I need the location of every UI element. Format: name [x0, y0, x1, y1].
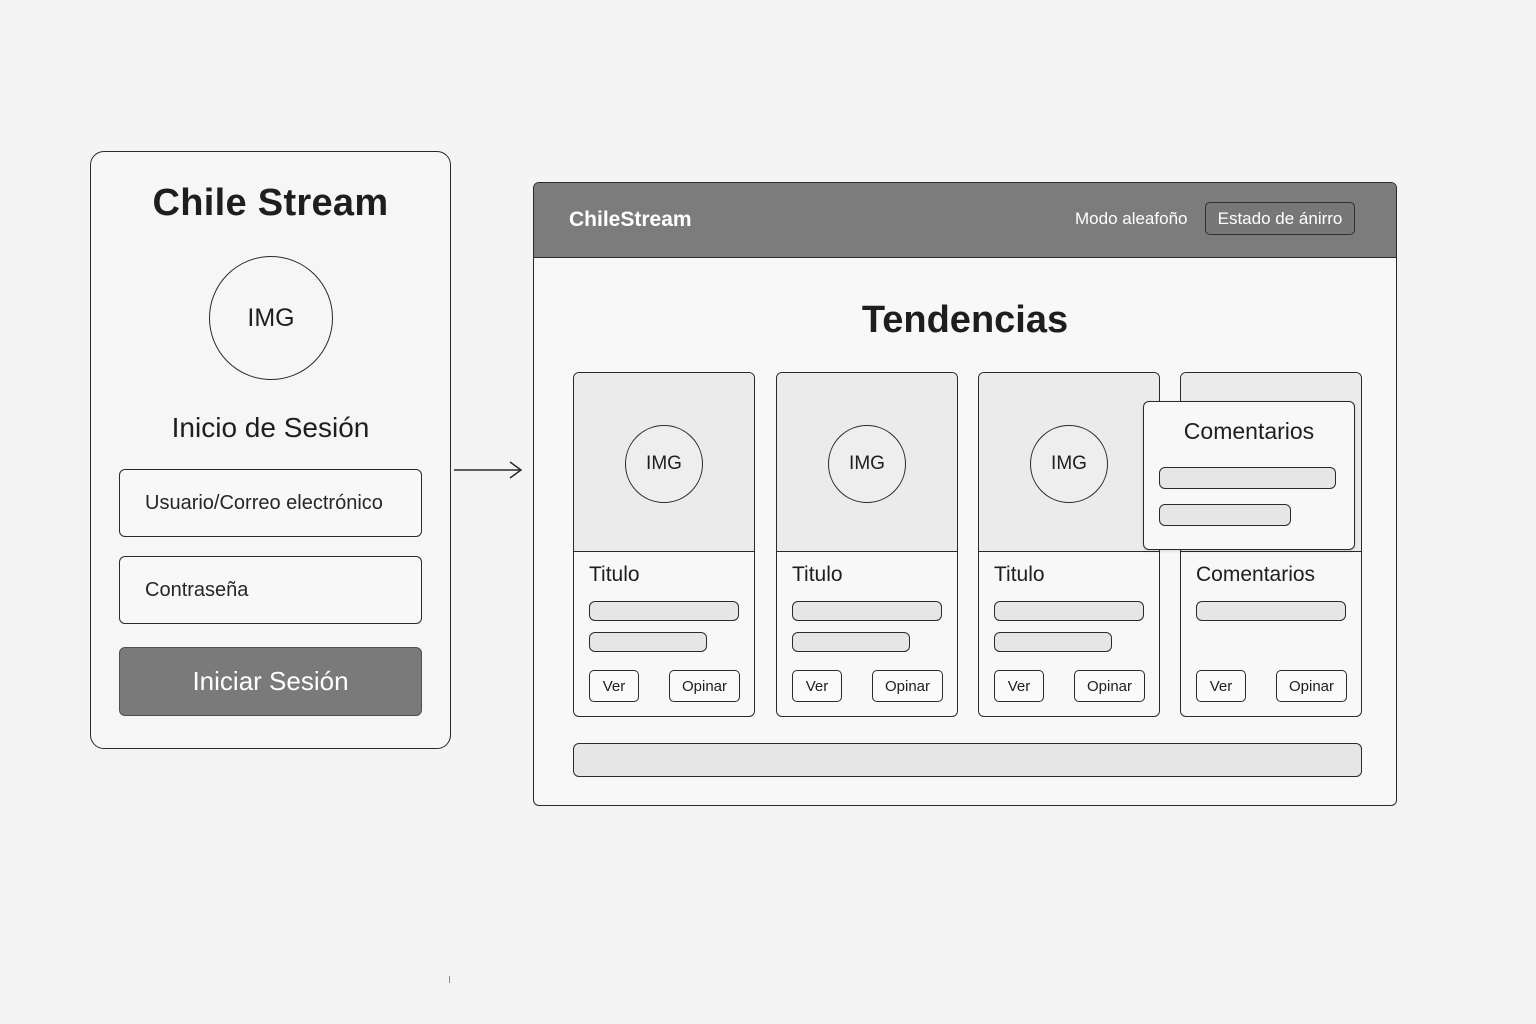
view-button-label: Ver	[1209, 677, 1233, 695]
opinion-button[interactable]: Opinar	[669, 670, 740, 702]
comments-popover: Comentarios	[1143, 401, 1355, 550]
content-card[interactable]: IMG Titulo Ver Opinar	[978, 372, 1160, 717]
image-placeholder-label: IMG	[646, 453, 682, 474]
view-button[interactable]: Ver	[589, 670, 639, 702]
login-submit-button[interactable]: Iniciar Sesión	[119, 647, 422, 716]
login-submit-label: Iniciar Sesión	[192, 666, 349, 696]
username-placeholder: Usuario/Correo electrónico	[145, 491, 383, 514]
mood-state-label: Estado de ánirro	[1217, 208, 1343, 228]
image-placeholder-label: IMG	[1051, 453, 1087, 474]
card-title: Titulo	[994, 563, 1045, 586]
arrow-right-icon	[454, 461, 523, 479]
login-heading: Inicio de Sesión	[171, 412, 370, 443]
card-media: IMG	[979, 373, 1159, 552]
view-button[interactable]: Ver	[792, 670, 842, 702]
card-media: IMG	[574, 373, 754, 552]
image-placeholder-label: IMG	[849, 453, 885, 474]
opinion-button-label: Opinar	[1086, 677, 1133, 695]
comment-placeholder-line	[1159, 504, 1291, 526]
card-title: Titulo	[589, 563, 640, 586]
login-panel: Chile Stream IMG Inicio de Sesión Usuari…	[90, 151, 451, 749]
password-placeholder: Contraseña	[145, 578, 249, 601]
text-placeholder-line	[589, 632, 707, 652]
avatar-placeholder-label: IMG	[247, 303, 295, 332]
text-placeholder-line	[589, 601, 739, 621]
comment-placeholder-line	[1159, 467, 1336, 489]
section-title: Tendencias	[861, 299, 1069, 341]
opinion-button[interactable]: Opinar	[1276, 670, 1347, 702]
card-title: Titulo	[792, 563, 843, 586]
app-window: ChileStream Modo aleafoño Estado de ánir…	[533, 182, 1397, 806]
content-card[interactable]: IMG Titulo Ver Opinar	[573, 372, 755, 717]
popover-title: Comentarios	[1183, 418, 1315, 444]
card-image-placeholder: IMG	[1030, 425, 1108, 503]
text-placeholder-line	[994, 601, 1144, 621]
password-input[interactable]: Contraseña	[119, 556, 422, 624]
card-image-placeholder: IMG	[625, 425, 703, 503]
view-button-label: Ver	[602, 677, 626, 695]
opinion-button[interactable]: Opinar	[872, 670, 943, 702]
opinion-button-label: Opinar	[681, 677, 728, 695]
text-placeholder-line	[792, 632, 910, 652]
card-image-placeholder: IMG	[828, 425, 906, 503]
mood-state-button[interactable]: Estado de ánirro	[1205, 202, 1355, 235]
app-logo[interactable]: ChileStream	[569, 208, 692, 231]
opinion-button-label: Opinar	[884, 677, 931, 695]
app-header: ChileStream Modo aleafoño Estado de ánir…	[534, 183, 1396, 258]
card-title: Comentarios	[1196, 563, 1316, 586]
username-email-input[interactable]: Usuario/Correo electrónico	[119, 469, 422, 537]
text-placeholder-line	[792, 601, 942, 621]
view-button-label: Ver	[805, 677, 829, 695]
text-placeholder-line	[1196, 601, 1346, 621]
view-button[interactable]: Ver	[1196, 670, 1246, 702]
mode-toggle-link[interactable]: Modo aleafoño	[1075, 209, 1188, 228]
opinion-button-label: Opinar	[1288, 677, 1335, 695]
view-button[interactable]: Ver	[994, 670, 1044, 702]
login-brand-title: Chile Stream	[152, 182, 389, 224]
content-card[interactable]: IMG Titulo Ver Opinar	[776, 372, 958, 717]
bottom-placeholder-bar	[573, 743, 1362, 777]
text-placeholder-line	[994, 632, 1112, 652]
login-avatar-image: IMG	[209, 256, 333, 380]
view-button-label: Ver	[1007, 677, 1031, 695]
opinion-button[interactable]: Opinar	[1074, 670, 1145, 702]
card-media: IMG	[777, 373, 957, 552]
divider-mark	[449, 976, 450, 983]
